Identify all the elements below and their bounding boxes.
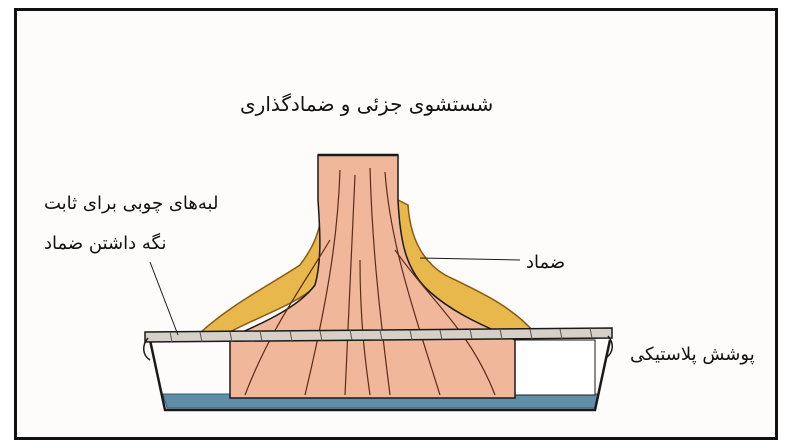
diagram-title: شستشوی جزئی و ضمادگذاری bbox=[240, 92, 493, 116]
tree-trunk bbox=[230, 155, 515, 398]
wooden-lip-label-line2: نگه داشتن ضماد bbox=[44, 233, 166, 254]
leader-line-dressing bbox=[420, 258, 520, 260]
plastic-cover-label: پوشش پلاستیکی bbox=[630, 344, 755, 365]
dressing-label: ضماد bbox=[526, 252, 565, 273]
leader-line-wooden-lip bbox=[150, 262, 178, 335]
wooden-lip-label-line1: لبه‌های چوبی برای ثابت bbox=[44, 193, 218, 214]
basin-right-compartment bbox=[515, 340, 595, 395]
